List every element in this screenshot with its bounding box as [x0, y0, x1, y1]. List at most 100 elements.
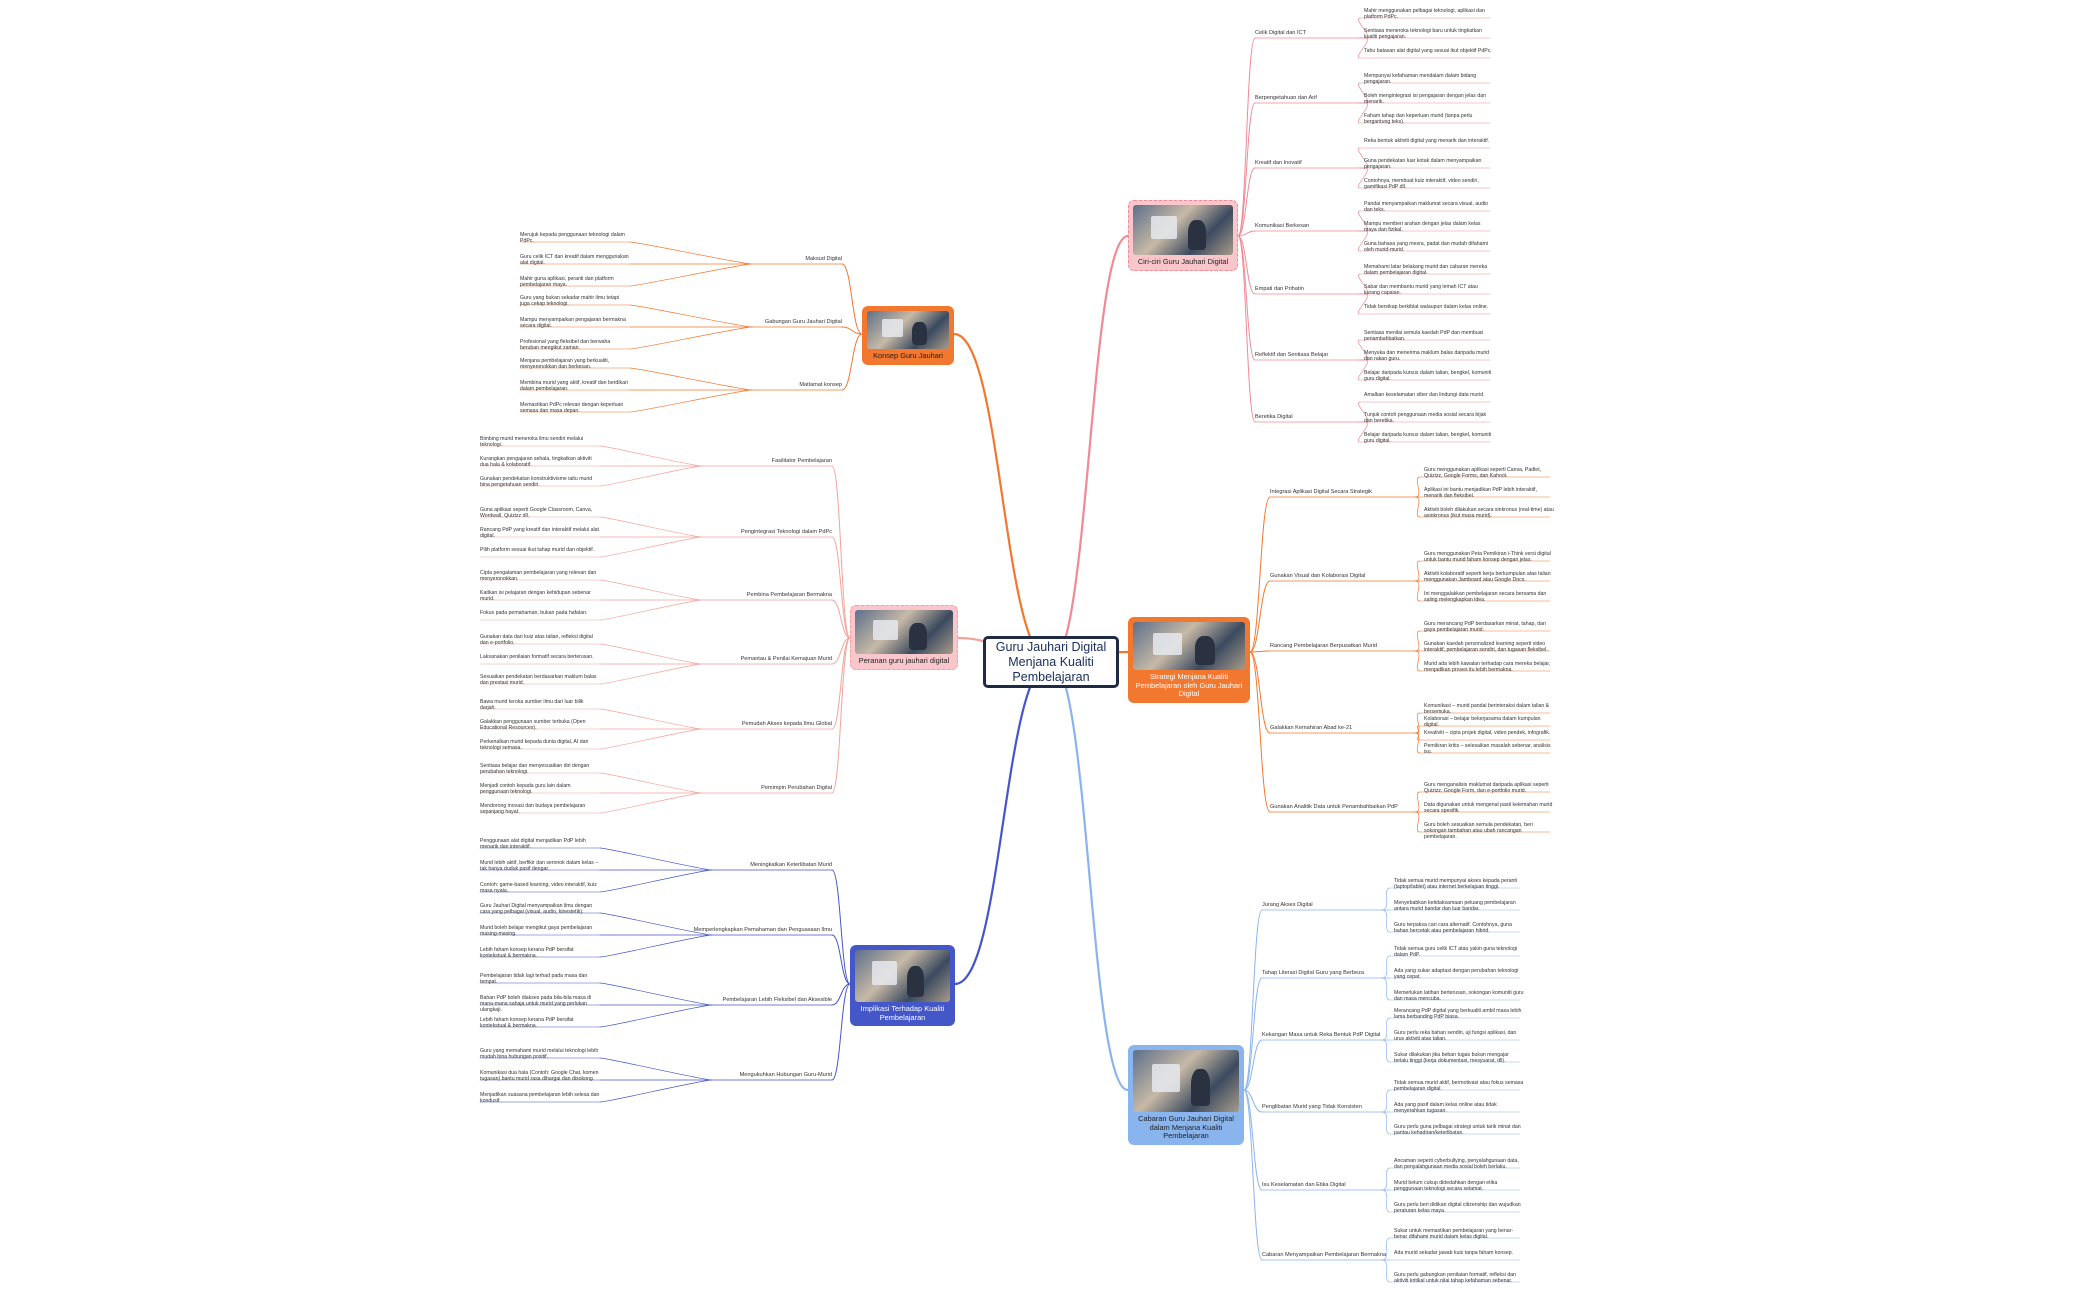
subtopic-label[interactable]: Gunakan Visual dan Kolaborasi Digital: [1270, 573, 1366, 579]
leaf-note[interactable]: Guru merancang PdP berdasarkan minat, ta…: [1424, 621, 1546, 634]
leaf-note[interactable]: Sentiasa belajar dan menyesuaikan diri d…: [480, 763, 590, 776]
leaf-note[interactable]: Kolaborasi – belajar bekerjasama dalam k…: [1424, 716, 1541, 729]
subtopic-label[interactable]: Pemimpin Perubahan Digital: [761, 785, 832, 791]
subtopic-label[interactable]: Rancang Pembelajaran Berpusatkan Murid: [1270, 643, 1377, 649]
leaf-note[interactable]: Contohnya, membuat kuiz interaktif, vide…: [1364, 178, 1479, 191]
branch-node[interactable]: Ciri-ciri Guru Jauhari Digital: [1128, 200, 1238, 271]
leaf-note[interactable]: Profesional yang fleksibel dan berwaha b…: [520, 339, 611, 352]
subtopic-label[interactable]: Tahap Literasi Digital Guru yang Berbeza: [1262, 970, 1364, 976]
leaf-note[interactable]: Guru perlu guna pelbagai strategi untuk …: [1394, 1124, 1521, 1137]
subtopic-label[interactable]: Maksud Digital: [805, 256, 842, 262]
central-topic[interactable]: Guru Jauhari Digital Menjana Kualiti Pem…: [983, 636, 1119, 688]
leaf-note[interactable]: Mahir menggunakan pelbagai teknologi, ap…: [1364, 8, 1485, 21]
subtopic-label[interactable]: Gunakan Analitik Data untuk Penambahbaik…: [1270, 804, 1398, 810]
leaf-note[interactable]: Laksanakan penilaian formatif secara ber…: [480, 654, 594, 660]
leaf-note[interactable]: Sentiasa meneroka teknologi baru untuk t…: [1364, 28, 1482, 41]
leaf-note[interactable]: Guna bahasa yang mesra, padat dan mudah …: [1364, 241, 1489, 254]
leaf-note[interactable]: Pandai menyampaikan maklumat secara visu…: [1364, 201, 1488, 214]
leaf-note[interactable]: Guru yang memahami murid melalui teknolo…: [480, 1048, 599, 1061]
leaf-note[interactable]: Menjadikan suasana pembelajaran lebih se…: [480, 1092, 600, 1105]
leaf-note[interactable]: Sukar untuk memastikan pembelajaran yang…: [1394, 1228, 1514, 1241]
leaf-note[interactable]: Menjadi contoh kepada guru lain dalam pe…: [480, 783, 571, 796]
subtopic-label[interactable]: Celik Digital dan ICT: [1255, 30, 1306, 36]
subtopic-label[interactable]: Pengintegrasi Teknologi dalam PdPc: [740, 529, 832, 535]
leaf-note[interactable]: Menjana pembelajaran yang berkualiti, me…: [520, 358, 610, 371]
subtopic-label[interactable]: Meningkatkan Keterlibatan Murid: [750, 862, 832, 868]
leaf-note[interactable]: Komunikasi dua hala (Contoh: Google Chat…: [480, 1070, 599, 1083]
leaf-note[interactable]: Belajar daripada kursus dalam talian, be…: [1364, 432, 1492, 445]
leaf-note[interactable]: Pembelajaran tidak lagi terhad pada masa…: [480, 973, 588, 986]
leaf-note[interactable]: Aktiviti boleh dilakukan secara sinkronu…: [1424, 507, 1554, 520]
leaf-note[interactable]: Gunakan kaedah personalized learning sep…: [1424, 641, 1548, 654]
leaf-note[interactable]: Murid boleh belajar mengikut gaya pembel…: [480, 925, 593, 938]
leaf-note[interactable]: Guna pendekatan luar kotak dalam menyamp…: [1364, 158, 1482, 171]
leaf-note[interactable]: Tidak semua guru celik ICT atau yakin gu…: [1394, 946, 1518, 959]
leaf-note[interactable]: Tunjuk contoh penggunaan media sosial se…: [1364, 412, 1487, 425]
leaf-note[interactable]: Tidak semua murid mempunyai akses kepada…: [1394, 878, 1517, 891]
leaf-note[interactable]: Guru terpaksa cari cara alternatif. Cont…: [1394, 922, 1512, 935]
leaf-note[interactable]: Menyuka dan menerima maklum balas daripa…: [1364, 350, 1490, 363]
leaf-note[interactable]: Gunakan data dari kuiz atas talian, refl…: [480, 634, 593, 647]
leaf-note[interactable]: Sentiasa menilai semula kaedah PdP dan m…: [1364, 330, 1484, 343]
subtopic-label[interactable]: Pemantau & Penilai Kemajuan Murid: [740, 656, 832, 662]
subtopic-label[interactable]: Pemudah Akses kepada Ilmu Global: [741, 721, 832, 727]
leaf-note[interactable]: Guru menggunakan Peta Pemikiran i-Think …: [1424, 551, 1551, 564]
leaf-note[interactable]: Fokus pada pemahaman, bukan pada hafalan…: [480, 610, 588, 616]
subtopic-label[interactable]: Galakkan Kemahiran Abad ke-21: [1270, 725, 1353, 731]
subtopic-label[interactable]: Cabaran Menyampaikan Pembelajaran Bermak…: [1262, 1252, 1387, 1258]
leaf-note[interactable]: Mahir guna aplikasi, peranti dan platfor…: [520, 276, 614, 289]
leaf-note[interactable]: Rancang PdP yang kreatif dan interaktif …: [480, 527, 599, 540]
leaf-note[interactable]: Boleh mengintegrasi isi pengajaran denga…: [1364, 93, 1486, 106]
leaf-note[interactable]: Pilih platform sesuai ikut tahap murid d…: [480, 547, 595, 553]
leaf-note[interactable]: Guru boleh sesuaikan semula pendekatan, …: [1424, 822, 1533, 841]
leaf-note[interactable]: Faham tahap dan keperluan murid (tanpa p…: [1364, 113, 1473, 126]
leaf-note[interactable]: Guna aplikasi seperti Google Classroom, …: [480, 507, 593, 520]
leaf-note[interactable]: Contoh: game-based learning, video inter…: [480, 882, 597, 895]
leaf-note[interactable]: Cipta pengalaman pembelajaran yang relev…: [480, 570, 597, 583]
subtopic-label[interactable]: Mengukuhkan Hubungan Guru-Murid: [739, 1072, 832, 1078]
branch-node[interactable]: Konsep Guru Jauhari: [862, 306, 954, 365]
leaf-note[interactable]: Murid ada lebih kawalan terhadap cara me…: [1424, 661, 1551, 674]
leaf-note[interactable]: Lebih faham konsep kerana PdP bersifat k…: [480, 947, 574, 960]
subtopic-label[interactable]: Penglibatan Murid yang Tidak Konsisten: [1262, 1104, 1362, 1110]
leaf-note[interactable]: Mampu memberi arahan dengan jelas dalam …: [1364, 221, 1481, 234]
leaf-note[interactable]: Ancaman seperti cyberbullying, penyalahg…: [1394, 1158, 1519, 1171]
leaf-note[interactable]: Tidak bersikap berkiblat walaupun dalam …: [1364, 304, 1489, 310]
leaf-note[interactable]: Merancang PdP digital yang berkualiti am…: [1394, 1008, 1522, 1021]
subtopic-label[interactable]: Memperlengkapkan Pemahaman dan Penguasaa…: [693, 927, 832, 933]
leaf-note[interactable]: Guru celik ICT dan kreatif dalam menggun…: [520, 254, 629, 267]
leaf-note[interactable]: Guru perlu reka bahan sendiri, uji fungs…: [1394, 1030, 1517, 1043]
subtopic-label[interactable]: Berpengetahuan dan Arif: [1255, 95, 1317, 101]
leaf-note[interactable]: Aplikasi ini bantu menjadikan PdP lebih …: [1424, 487, 1537, 500]
subtopic-label[interactable]: Fasilitator Pembelajaran: [771, 458, 832, 464]
leaf-note[interactable]: Gunakan pendekatan konstruktivisme iaitu…: [480, 476, 593, 489]
leaf-note[interactable]: Galakkan penggunaan sumber terbuka (Open…: [480, 719, 586, 732]
leaf-note[interactable]: Bawa murid teroka sumber ilmu dari luar …: [480, 699, 584, 712]
leaf-note[interactable]: Memastikan PdPc relevan dengan keperluan…: [520, 402, 624, 415]
branch-node[interactable]: Cabaran Guru Jauhari Digital dalam Menja…: [1128, 1045, 1244, 1145]
leaf-note[interactable]: Komunikasi – murid pandai berinteraksi d…: [1424, 703, 1550, 716]
leaf-note[interactable]: Tidak semua murid aktif, bermotivasi ata…: [1394, 1080, 1524, 1093]
leaf-note[interactable]: Membina murid yang aktif, kreatif dan be…: [520, 380, 628, 393]
subtopic-label[interactable]: Beretika Digital: [1255, 414, 1293, 420]
leaf-note[interactable]: Amalkan keselamatan siber dan lindungi d…: [1364, 392, 1485, 398]
leaf-note[interactable]: Mempunyai kefahaman mendalam dalam bidan…: [1364, 73, 1477, 86]
leaf-note[interactable]: Belajar daripada kursus dalam talian, be…: [1364, 370, 1492, 383]
subtopic-label[interactable]: Pembelajaran Lebih Fleksibel dan Aksesib…: [722, 997, 832, 1003]
branch-node[interactable]: Peranan guru jauhari digital: [850, 605, 958, 670]
leaf-note[interactable]: Lebih faham konsep kerana PdP bersifat k…: [480, 1017, 574, 1030]
leaf-note[interactable]: Mampu menyampaikan pengajaran bermakna s…: [520, 317, 626, 330]
leaf-note[interactable]: Merujuk kepada penggunaan teknologi dala…: [520, 232, 625, 245]
subtopic-label[interactable]: Integrasi Aplikasi Digital Secara Strate…: [1270, 489, 1372, 495]
subtopic-label[interactable]: Jurang Akses Digital: [1262, 902, 1313, 908]
leaf-note[interactable]: Penggunaan alat digital menjadikan PdP l…: [480, 838, 586, 851]
branch-node[interactable]: Implikasi Terhadap Kualiti Pembelajaran: [850, 945, 955, 1027]
leaf-note[interactable]: Kaitkan isi pelajaran dengan kehidupan s…: [480, 590, 591, 603]
leaf-note[interactable]: Pemikiran kritis – selesaikan masalah se…: [1424, 743, 1551, 756]
leaf-note[interactable]: Data digunakan untuk mengenal pasti kele…: [1424, 802, 1553, 815]
leaf-note[interactable]: Menyebabkan ketidaksamaan peluang pembel…: [1394, 900, 1516, 913]
leaf-note[interactable]: Sukar dilakukan jika beban tugas bukan m…: [1394, 1052, 1509, 1065]
leaf-note[interactable]: Tahu batasan alat digital yang sesuai ik…: [1364, 48, 1492, 54]
leaf-note[interactable]: Perkenalkan murid kepada dunia digital, …: [480, 739, 589, 752]
